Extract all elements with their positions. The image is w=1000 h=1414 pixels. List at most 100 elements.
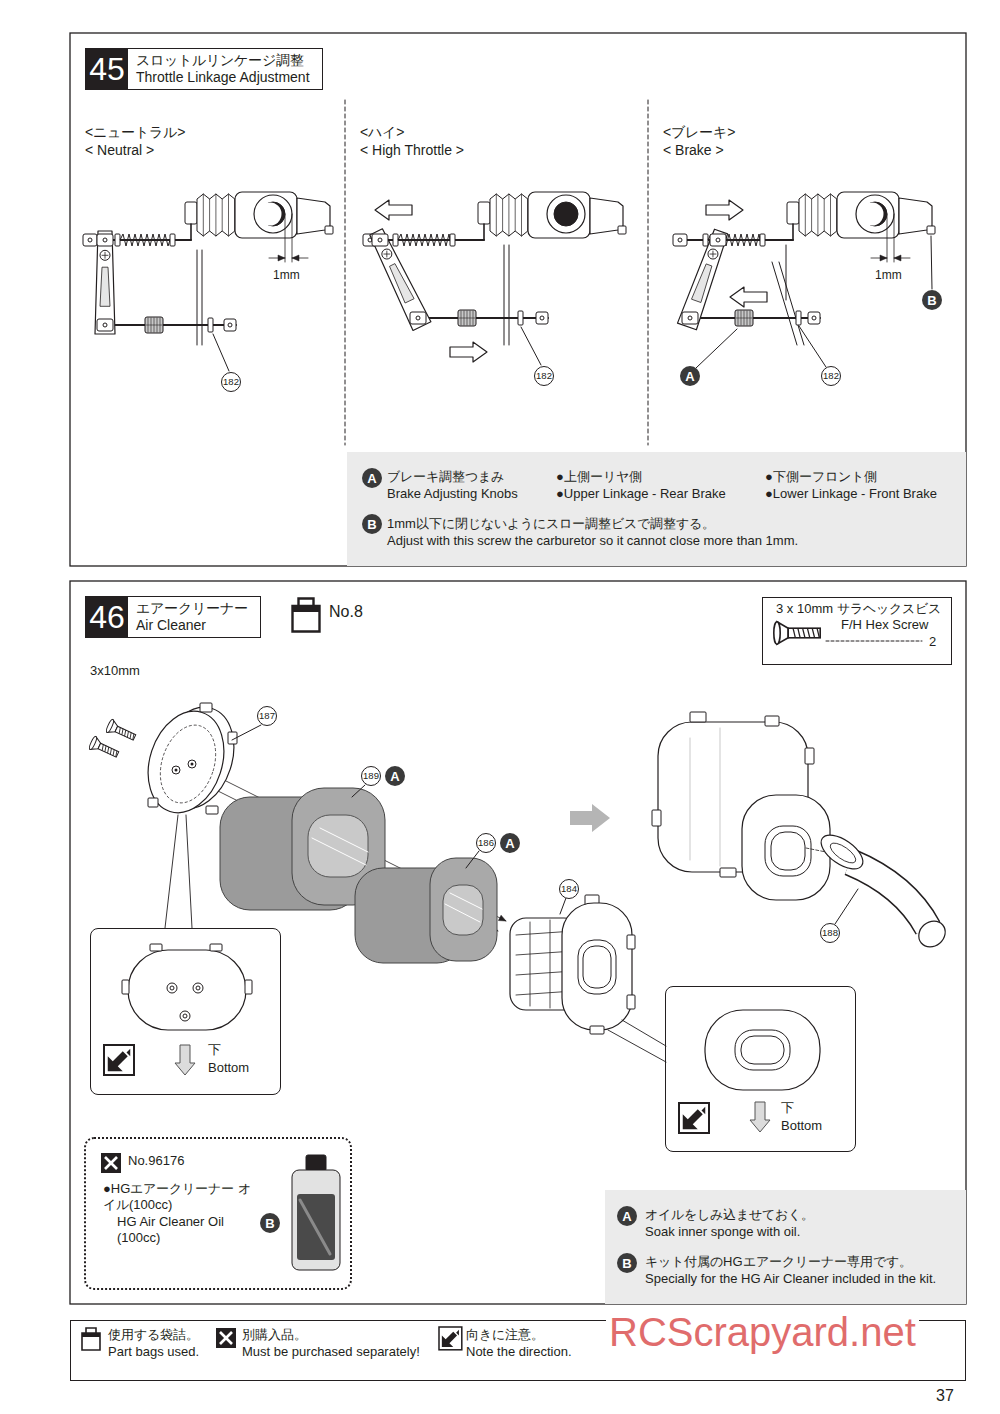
carb-boot [490, 194, 528, 236]
carb-arm [483, 224, 485, 240]
frame-front [562, 903, 632, 1030]
rod-end-hole [88, 238, 92, 242]
screw-thread [807, 628, 809, 638]
screw-thread [104, 746, 108, 752]
screw [105, 719, 137, 744]
knurl [459, 318, 475, 319]
boot-fold [215, 194, 216, 236]
callout-badge: B [922, 290, 942, 310]
assembly-line [192, 764, 506, 921]
callout-number: 182 [823, 371, 839, 381]
icon-frame [439, 1327, 462, 1350]
carb-boot [197, 194, 235, 236]
screw-thread [114, 751, 118, 757]
view-label: < High Throttle > [360, 142, 464, 159]
screw-thread [123, 730, 127, 736]
hose-flange [827, 839, 858, 866]
lid-hole [172, 766, 180, 774]
direction-icon [679, 1103, 709, 1133]
bag-number: No.8 [329, 602, 363, 621]
frame-slot [735, 1030, 790, 1070]
screw-head-face [105, 719, 115, 733]
frame-tab [627, 935, 635, 949]
view-label: <ハイ> [360, 124, 404, 141]
boot-fold [824, 199, 825, 231]
lid-hidden-line [151, 718, 225, 810]
ball-link [682, 312, 698, 324]
bottle-label-stripe [300, 1200, 330, 1254]
screw-shaft [115, 726, 136, 740]
ball-link-hole [716, 238, 720, 242]
callout-letter: A [505, 837, 514, 850]
screw-head-face [774, 622, 780, 644]
step-number-box: 45 [86, 49, 128, 89]
callout-number: 189 [363, 771, 379, 781]
callout-circle: 188 [820, 923, 841, 944]
boot-fold [209, 199, 210, 231]
lid-hole [183, 1014, 187, 1018]
box-text: 下 [208, 1042, 221, 1058]
lid-hole [188, 760, 196, 768]
box-text: F/H Hex Screw [841, 617, 928, 633]
brake-plate [779, 262, 804, 345]
carb-bore [254, 195, 292, 233]
lid-hole [191, 763, 194, 766]
callout-circle: 182 [221, 372, 242, 393]
linkage-rod [105, 324, 236, 326]
callout-badge: B [260, 1213, 280, 1233]
leader-line [931, 236, 932, 289]
boot-fold [805, 194, 806, 236]
screw-thread [817, 628, 819, 638]
screw-size: 3x10mm [90, 663, 140, 679]
rod-end [224, 319, 236, 331]
icon-ground [101, 1153, 121, 1173]
screw-shaft [98, 743, 119, 757]
spring-stopper [170, 234, 175, 246]
screw-thread [109, 748, 113, 754]
callout-number: 187 [259, 711, 275, 721]
screw-icon [774, 622, 820, 644]
dimension-arrow [292, 255, 299, 261]
view-divider [648, 100, 649, 445]
carb-boot [799, 194, 837, 236]
step-title: Throttle Linkage Adjustment [136, 69, 310, 86]
callout-number: 182 [223, 377, 239, 387]
step-number: 46 [89, 601, 125, 633]
callout-letter: A [622, 1210, 631, 1223]
rod-collar [796, 311, 801, 325]
icon-arrow [683, 1109, 703, 1129]
rod-end [673, 234, 687, 246]
callout-letter: B [927, 294, 936, 307]
dimension-line [887, 214, 888, 262]
frame-slot [741, 1036, 784, 1064]
leader-line [466, 851, 479, 868]
assembly-arrow [570, 804, 610, 832]
motion-arrow [375, 200, 412, 220]
screw-thread [121, 729, 125, 735]
rod-end-hole [540, 316, 544, 320]
icon-arrow [108, 1051, 128, 1071]
lid-clip [148, 798, 158, 807]
box-text: 3 x 10mm サラヘックスビス [776, 601, 941, 617]
horn-screw [100, 250, 110, 260]
lid-hole [180, 1011, 190, 1021]
screw-thread [118, 728, 122, 734]
screw-thread [106, 747, 110, 753]
dimension-arrow [278, 255, 285, 261]
screw-head-face [88, 736, 98, 750]
bottle-cap [306, 1155, 326, 1171]
carb-arm [792, 224, 794, 240]
idle-screw [618, 226, 626, 234]
horn-cutout [100, 267, 110, 306]
boot-fold [496, 194, 497, 236]
knurl [146, 325, 162, 326]
ball-link [372, 234, 388, 246]
info-box: 3 x 10mm サラヘックスビスF/H Hex Screw2 [762, 597, 952, 665]
leader-line [696, 329, 737, 368]
screw [88, 736, 120, 761]
hose-end [914, 916, 951, 952]
step-title: Air Cleaner [136, 617, 248, 634]
carb-bore-open [554, 202, 578, 226]
hose-flange [815, 828, 868, 875]
rod-end-hole [678, 238, 682, 242]
